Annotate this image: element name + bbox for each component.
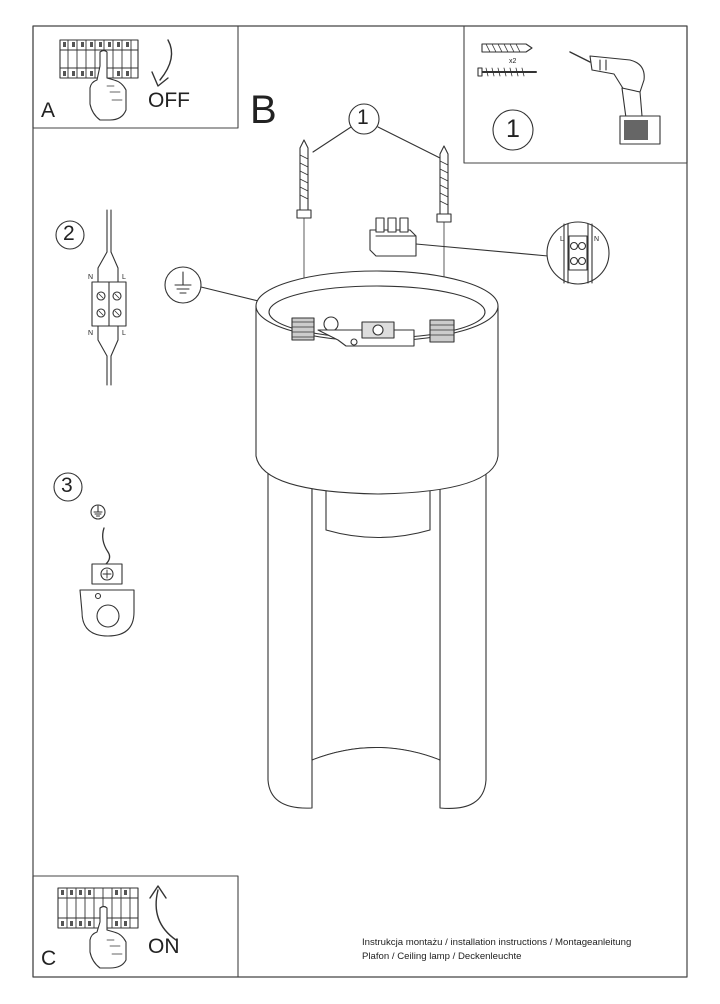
panel-c-state: ON (148, 935, 180, 958)
wall-plug-icon (481, 43, 533, 53)
panel-a-letter: A (41, 99, 56, 122)
tools-panel-frame (463, 25, 688, 164)
lamp-body (255, 270, 499, 809)
footer-line-1: Instrukcja montażu / installation instru… (362, 937, 632, 948)
footer-line-2: Plafon / Ceiling lamp / Deckenleuchte (362, 951, 522, 962)
detail-neutral-mark: N (594, 236, 600, 243)
panel-b-letter: B (250, 88, 277, 132)
screw-callout (312, 103, 441, 159)
sheet-frame (32, 25, 688, 978)
mounting-screw-right-icon (436, 145, 452, 321)
terminal-detail-icon (546, 221, 610, 285)
ground-symbol-icon (90, 504, 106, 520)
hand-switch-on-icon (89, 905, 127, 969)
panel-a-frame (32, 25, 239, 129)
wiring-live-mark-top: L (122, 274, 126, 281)
fixings-quantity: x2 (509, 58, 517, 65)
tools-step-number: 1 (506, 115, 520, 143)
step-3-badge (53, 472, 83, 502)
arrow-down-icon (151, 39, 173, 87)
screw-step-number: 1 (357, 106, 369, 129)
panel-c-frame (32, 875, 239, 978)
drill-icon (569, 51, 661, 145)
earthing-step-number: 3 (61, 474, 73, 497)
hand-switch-off-icon (89, 49, 127, 121)
earth-terminal-icon (79, 527, 135, 637)
wiring-step-number: 2 (63, 222, 75, 245)
panel-c-letter: C (41, 947, 57, 970)
breaker-box-on-icon (57, 887, 139, 929)
wiring-diagram-icon (91, 209, 127, 386)
step-1-badge (492, 109, 534, 151)
wiring-live-mark-bottom: L (122, 330, 126, 337)
step-2-badge (55, 220, 85, 250)
arrow-up-icon (149, 885, 177, 941)
detail-live-mark: L (560, 236, 564, 243)
wiring-neutral-mark-top: N (88, 274, 94, 281)
terminal-callout-line (415, 243, 549, 257)
panel-a-state: OFF (148, 89, 190, 112)
terminal-block-icon (369, 217, 417, 257)
wiring-neutral-mark-bottom: N (88, 330, 94, 337)
screw-icon (477, 67, 537, 77)
